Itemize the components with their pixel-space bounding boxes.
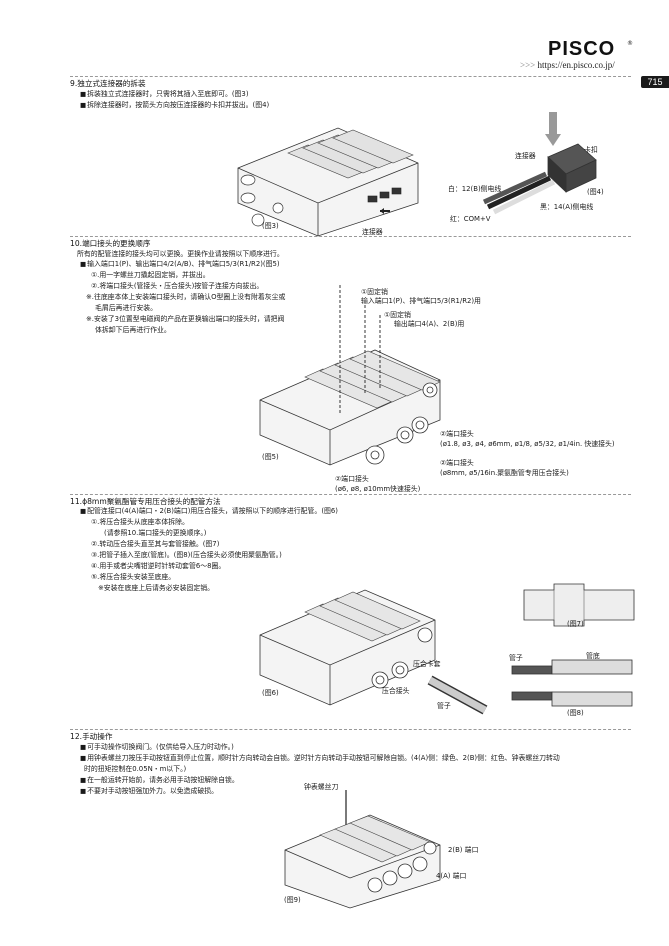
fig4-clip-label: 卡扣 <box>584 146 598 154</box>
fig8-bottom-label: 管底 <box>586 652 600 660</box>
s10-intro: 所有的配管连接的接头均可以更换。更换作业请按照以下顺序进行。 <box>77 250 284 258</box>
s11-line-8: ※安装在底座上后请务必安装固定销。 <box>98 584 215 592</box>
joint1-desc: (ø1.8, ø3, ø4, ø6mm, ø1/8, ø5/32, ø1/4in… <box>440 440 615 448</box>
fig9-screwdriver-label: 钟表螺丝刀 <box>304 783 339 791</box>
fig8-tube-label: 管子 <box>509 654 523 662</box>
s11-line-5: ③.把管子插入至底(管底)。(图8)(压合接头必须使用聚氨酯管。) <box>91 551 282 559</box>
fig6-label: (图6) <box>262 689 279 697</box>
section-divider <box>70 729 631 730</box>
s12-line-2: 用钟表螺丝刀按压手动按钮直到停止位置，顺时针方向转动会自锁。逆时针方向转动手动按… <box>80 753 560 764</box>
fig9-port-b-label: 2(B) 端口 <box>448 846 479 854</box>
pin1-title: ①固定销 <box>361 288 388 296</box>
section-12-title: 12.手动操作 <box>70 732 113 741</box>
fig8-fitting-drawing <box>511 659 633 707</box>
s10-line-2: ①.用一字螺丝刀撬起固定销，并拔出。 <box>91 271 210 279</box>
url-link[interactable]: https://en.pisco.co.jp/ <box>537 60 615 70</box>
s9-line-2: 拆除连接器时，按箭头方向按压连接器的卡扣并拔出。(图4) <box>80 100 269 111</box>
s10-line-7: 体拆卸下后再进行作业。 <box>95 326 171 334</box>
fig6-sleeve-label: 压合卡套 <box>413 660 441 668</box>
fig6-manifold-drawing <box>259 589 488 715</box>
fig3-connector-label: 连接器 <box>362 228 383 236</box>
section-9-title: 9.独立式连接器的拆装 <box>70 79 146 88</box>
joint2-title: ②端口接头 <box>440 459 474 467</box>
page-number-tab: 715 <box>641 76 669 88</box>
section-11-title: 11.ϕ8mm聚氨酯管专用压合接头的配管方法 <box>70 497 221 506</box>
s11-line-6: ④.用手或者尖嘴钳逆时针转动套管6～8圈。 <box>91 562 226 570</box>
s10-line-3: ②.将端口接头(管接头・压合接头)按管子连接方向拔出。 <box>91 282 264 290</box>
fig6-tube-label: 管子 <box>437 702 451 710</box>
fig9-manifold-drawing <box>284 790 441 909</box>
joint1-title: ②端口接头 <box>440 430 474 438</box>
fig3-label: (图3) <box>262 222 279 230</box>
section-divider <box>70 494 631 495</box>
pin1-desc: 输入端口1(P)、排气端口5/3(R1/R2)用 <box>361 297 481 305</box>
fig3-manifold-drawing <box>237 127 419 237</box>
fig9-port-a-label: 4(A) 端口 <box>436 872 467 880</box>
section-divider <box>70 76 631 77</box>
s11-line-1: 配管连接口(4(A)端口・2(B)端口)用压合接头，请按照以下的顺序进行配管。(… <box>80 506 338 517</box>
fig5-manifold-drawing <box>259 285 441 466</box>
s11-line-4: ②.转动压合接头直至其与套管接触。(图7) <box>91 540 220 548</box>
fig4-label: (图4) <box>587 188 604 196</box>
s11-line-3: (请参照10.端口接头的更换顺序。) <box>104 529 207 537</box>
pin2-title: ①固定销 <box>384 311 411 319</box>
fig4-connector-drawing <box>482 112 597 215</box>
section-divider <box>70 236 631 237</box>
fig5-label: (图5) <box>262 453 279 461</box>
brand-logo: PISCO <box>548 38 616 60</box>
s12-line-3: 时的扭矩控制在0.05N・m以下。) <box>84 765 187 773</box>
pin2-desc: 输出端口4(A)、2(B)用 <box>394 320 465 328</box>
fig4-red-wire-label: 红：COM+V <box>450 215 491 223</box>
s12-line-4: 在一般运转开始前，请务必用手动按钮解除自锁。 <box>80 775 239 786</box>
website-url[interactable]: >>> https://en.pisco.co.jp/ <box>520 60 615 70</box>
fig8-label: (图8) <box>567 709 584 717</box>
joint3-title: ②端口接头 <box>335 475 369 483</box>
url-prefix: >>> <box>520 60 536 70</box>
s11-line-2: ①.将压合接头从底座本体拆除。 <box>91 518 189 526</box>
fig4-white-wire-label: 白：12(B)侧电线 <box>448 185 502 193</box>
joint2-desc: (ø8mm, ø5/16in.聚氨酯管专用压合接头) <box>440 469 569 477</box>
s11-line-7: ⑤.将压合接头安装至底座。 <box>91 573 176 581</box>
fig6-joint-label: 压合接头 <box>382 687 410 695</box>
s10-line-6: ※.安装了3位置型电磁阀的产品在更换输出端口的接头时，请把阀 <box>86 315 285 323</box>
s10-line-1: 输入端口1(P)、输出端口4/2(A/B)、排气端口5/3(R1/R2)(图5) <box>80 259 279 270</box>
s9-line-1: 拆装独立式连接器时，只需将其插入至底即可。(图3) <box>80 89 248 100</box>
section-10-title: 10.端口接头的更换顺序 <box>70 239 151 248</box>
registered-mark: ® <box>627 40 633 47</box>
fig9-label: (图9) <box>284 896 301 904</box>
s12-line-1: 可手动操作切换阀门。(仅供给导入压力时动作。) <box>80 742 234 753</box>
s10-line-4: ※.往底座本体上安装端口接头时，请确认O型圈上没有附着灰尘或 <box>86 293 286 301</box>
fig7-fitting-drawing <box>523 583 635 627</box>
fig7-label: (图7) <box>567 620 584 628</box>
s10-line-5: 毛屑后再进行安装。 <box>95 304 158 312</box>
fig4-connector-label: 连接器 <box>515 152 536 160</box>
s12-line-5: 不要对手动按钮强加外力。以免造成破损。 <box>80 786 218 797</box>
fig4-black-wire-label: 黑：14(A)侧电线 <box>540 203 594 211</box>
joint3-desc: (ø6, ø8, ø10mm快速接头) <box>335 485 421 493</box>
